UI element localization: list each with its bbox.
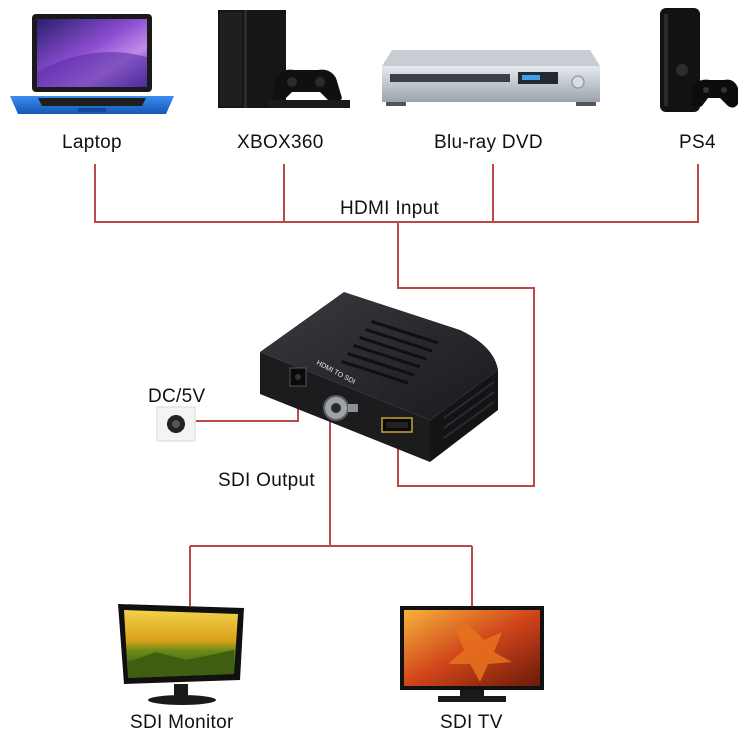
dc-power-label: DC/5V: [148, 386, 206, 407]
ps4-label: PS4: [679, 132, 716, 153]
sdi-tv-label: SDI TV: [440, 712, 503, 733]
xbox360-label: XBOX360: [237, 132, 324, 153]
wire-laptop: [94, 164, 398, 223]
hdmi-input-label: HDMI Input: [340, 198, 440, 219]
dc-power-icon: [156, 406, 196, 442]
hdmi-to-sdi-converter: HDMI TO SDI: [260, 292, 498, 462]
sdi-tv-icon: [400, 606, 544, 702]
ps4-icon: [660, 8, 738, 112]
sdi-monitor-label: SDI Monitor: [130, 712, 234, 733]
laptop-label: Laptop: [62, 132, 122, 153]
wire-hdmi-to-converter: [397, 222, 535, 487]
bluray-dvd-label: Blu-ray DVD: [434, 132, 543, 153]
sdi-monitor-icon: [118, 604, 244, 705]
xbox360-icon: [218, 10, 350, 108]
sdi-output-label: SDI Output: [218, 470, 315, 491]
bluray-dvd-icon: [382, 50, 600, 106]
laptop-icon: [10, 14, 174, 114]
wire-ps4: [398, 164, 699, 223]
